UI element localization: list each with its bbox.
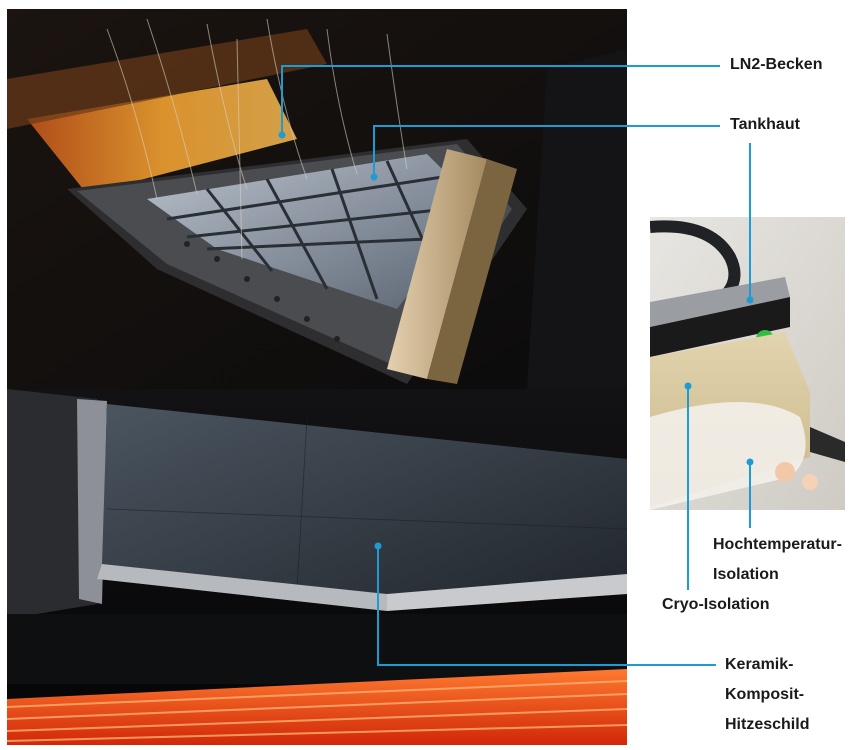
- label-hochtemperatur-isolation: Hochtemperatur- Isolation: [713, 530, 842, 590]
- label-tankhaut: Tankhaut: [730, 110, 800, 140]
- label-keramik-line3: Hitzeschild: [725, 716, 810, 733]
- photo-insulation-detail: [650, 217, 845, 510]
- label-ln2-becken-text: LN2-Becken: [730, 56, 823, 73]
- photo-ln2-basin: [7, 9, 627, 389]
- label-hochtemperatur-line1: Hochtemperatur-: [713, 536, 842, 553]
- label-keramik-line1: Keramik-: [725, 656, 794, 673]
- label-cryo-isolation: Cryo-Isolation: [662, 590, 770, 620]
- label-cryo-isolation-text: Cryo-Isolation: [662, 596, 770, 613]
- label-hochtemperatur-line2: Isolation: [713, 566, 779, 583]
- label-ln2-becken: LN2-Becken: [730, 50, 822, 80]
- label-tankhaut-text: Tankhaut: [730, 116, 800, 133]
- photo-heat-shield: [7, 389, 627, 745]
- label-keramik-line2: Komposit-: [725, 686, 805, 703]
- label-keramik-komposit-hitzeschild: Keramik- Komposit- Hitzeschild: [725, 650, 809, 740]
